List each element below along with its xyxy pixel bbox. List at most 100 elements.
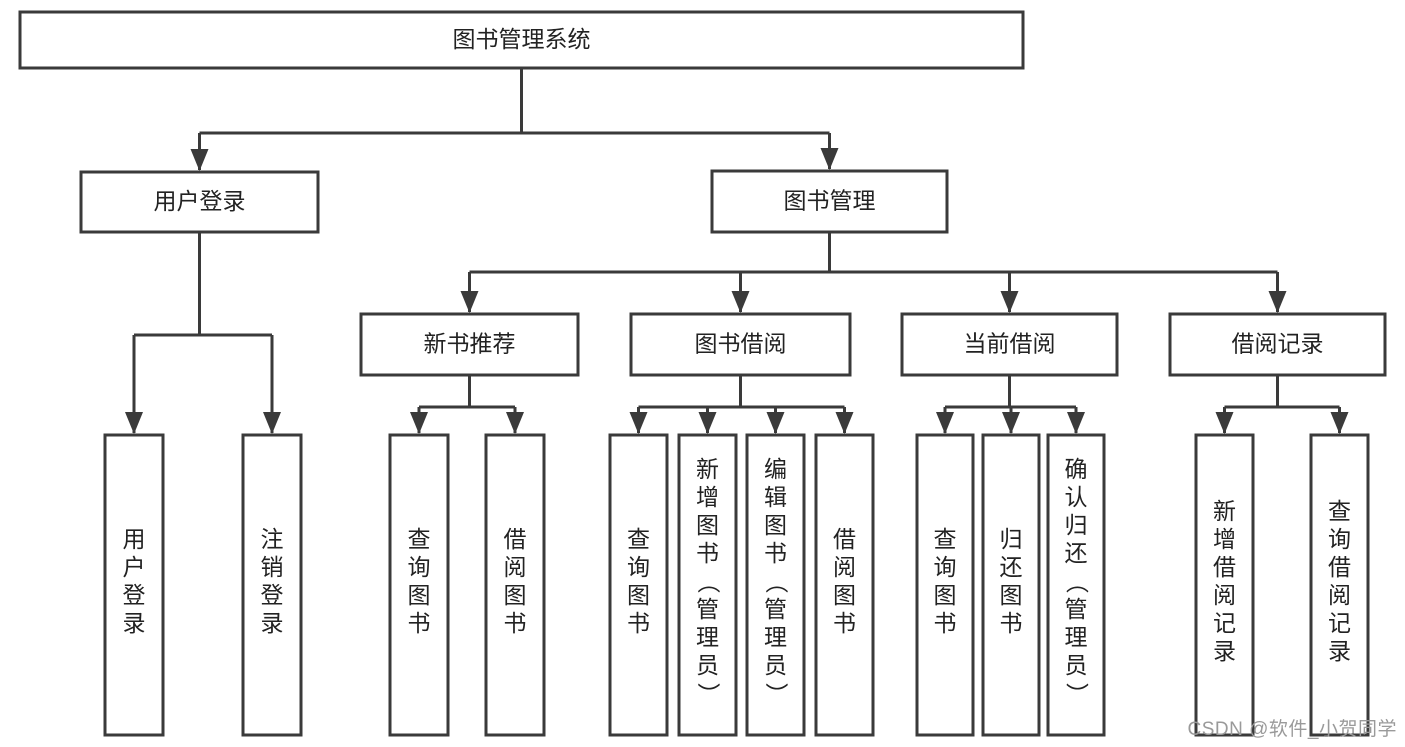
node-borrow-record[interactable]: 借阅记录 (1168, 312, 1387, 377)
node-label-char: 借 (504, 526, 527, 552)
node-box (981, 433, 1041, 737)
node-label-char: 用 (123, 526, 146, 552)
node-box (1168, 312, 1387, 377)
node-root[interactable]: 图书管理系统 (18, 10, 1025, 70)
node-label: 图书管理 (784, 188, 876, 214)
node-box (608, 433, 669, 737)
node-label-char: 查 (1328, 498, 1351, 524)
connector-layer (125, 68, 1349, 434)
node-label-char: 员 (764, 652, 787, 678)
arrow-head-icon (410, 412, 428, 434)
node-label-char: 户 (123, 554, 146, 580)
node-label-char: 增 (1213, 526, 1236, 552)
node-label-char: 注 (261, 526, 284, 552)
node-box (745, 433, 806, 737)
arrow-head-icon (125, 412, 143, 434)
node-book-borrow[interactable]: 图书借阅 (629, 312, 852, 377)
node-label-char: 图 (504, 582, 527, 608)
node-box (241, 433, 303, 737)
node-label-char: 图 (764, 512, 787, 538)
node-label-char: 图 (1000, 582, 1023, 608)
node-label-char: ） (696, 683, 722, 706)
node-new-book-recommend[interactable]: 新书推荐 (359, 312, 580, 377)
node-label-char: 登 (123, 582, 146, 608)
node-label-char: 图 (934, 582, 957, 608)
node-label-char: 书 (627, 610, 650, 636)
node-label-char: 理 (764, 624, 787, 650)
node-label-char: 理 (696, 624, 719, 650)
node-label-char: 辑 (764, 484, 787, 510)
node-label-char: 认 (1065, 484, 1088, 510)
node-label-char: 查 (408, 526, 431, 552)
node-box (79, 170, 320, 234)
node-label-char: 借 (1213, 554, 1236, 580)
node-label-char: 归 (1065, 512, 1088, 538)
node-label: 当前借阅 (964, 331, 1056, 357)
node-label-char: 查 (627, 526, 650, 552)
arrow-head-icon (460, 291, 479, 313)
node-label-char: 询 (627, 554, 650, 580)
node-label-char: ） (764, 683, 790, 706)
node-label-char: 书 (764, 540, 787, 566)
node-label-char: （ (764, 571, 790, 594)
node-label-char: 图 (833, 582, 856, 608)
node-label: 新书推荐 (424, 331, 516, 357)
node-box (710, 169, 949, 234)
node-label: 图书管理系统 (453, 26, 591, 52)
node-book-management[interactable]: 图书管理 (710, 169, 949, 234)
node-label-char: 销 (261, 554, 284, 580)
arrow-head-icon (1215, 412, 1234, 434)
node-label-char: 记 (1328, 610, 1351, 636)
node-label-char: 录 (123, 610, 146, 636)
node-box (814, 433, 875, 737)
node-label-char: （ (1064, 571, 1090, 594)
arrow-head-icon (731, 291, 750, 313)
node-label-char: （ (696, 571, 722, 594)
node-label-char: 归 (1000, 526, 1023, 552)
node-label-char: 借 (1328, 554, 1351, 580)
node-label-char: 理 (1065, 624, 1088, 650)
node-label-char: 编 (764, 456, 787, 482)
node-label-char: 查 (934, 526, 957, 552)
arrow-head-icon (1268, 291, 1287, 313)
node-leaf-user-login[interactable]: 用户登录 (103, 433, 165, 737)
node-label: 借阅记录 (1232, 331, 1324, 357)
arrow-head-icon (190, 149, 209, 171)
arrow-head-icon (936, 412, 954, 434)
node-label-char: 书 (504, 610, 527, 636)
node-label-char: 录 (1328, 638, 1351, 664)
arrow-head-icon (820, 148, 839, 170)
node-label-char: 阅 (504, 554, 527, 580)
node-user-login[interactable]: 用户登录 (79, 170, 320, 234)
node-label-char: 新 (696, 456, 719, 482)
node-label-char: 员 (1065, 652, 1088, 678)
node-box (1194, 433, 1255, 737)
node-label-char: 书 (408, 610, 431, 636)
node-label-char: 管 (764, 596, 787, 622)
node-label-char: 图 (696, 512, 719, 538)
node-current-borrow[interactable]: 当前借阅 (900, 312, 1119, 377)
node-label-char: 确 (1065, 456, 1088, 482)
node-label-char: 管 (1065, 596, 1088, 622)
node-label-char: 书 (696, 540, 719, 566)
node-box (629, 312, 852, 377)
node-label-char: 登 (261, 582, 284, 608)
node-box (18, 10, 1025, 70)
arrow-head-icon (1330, 412, 1349, 434)
node-box (915, 433, 975, 737)
node-label-char: 录 (1213, 638, 1236, 664)
